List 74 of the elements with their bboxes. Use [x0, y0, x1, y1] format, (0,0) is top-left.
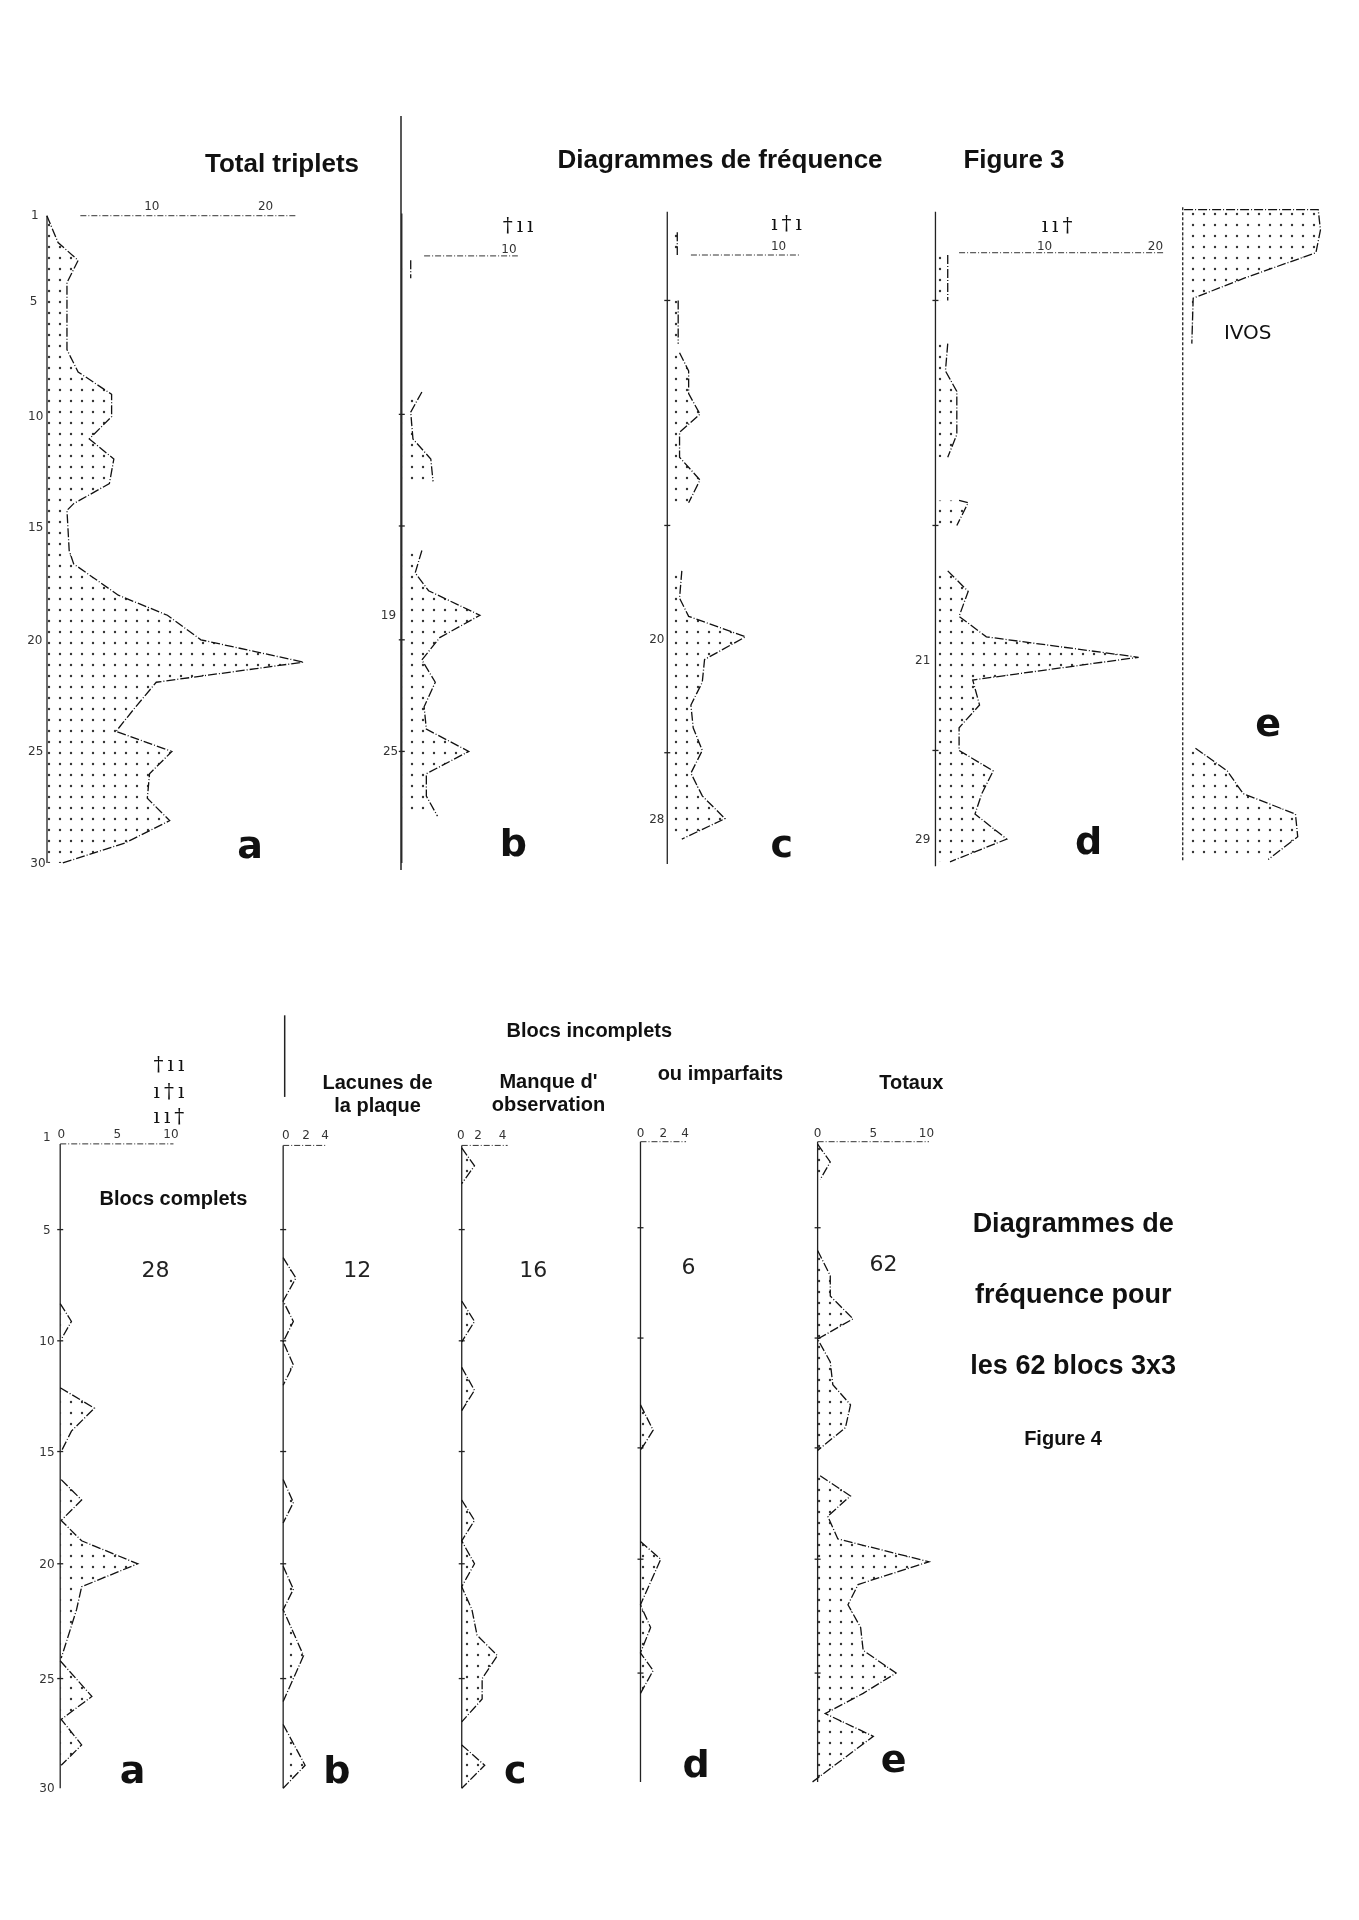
heading: Diagrammes de fréquence	[557, 143, 883, 175]
axis-tick-label: 2	[474, 1128, 482, 1143]
axis-tick-label: 10	[1036, 238, 1053, 253]
axis-tick-label: 4	[321, 1128, 329, 1143]
axis-tick-label: 30	[30, 856, 46, 871]
axis-tick-label: 5	[29, 293, 38, 308]
symbol-label: ıı†	[153, 1104, 189, 1129]
figure-number: Figure 3	[963, 143, 1065, 175]
axis-tick-label: 21	[915, 652, 931, 667]
axis-tick-label: 29	[915, 832, 931, 847]
axis-tick-label: 10	[771, 238, 787, 253]
panel-letter: a	[119, 1748, 146, 1793]
figure-number: Figure 4	[1024, 1426, 1102, 1450]
axis-tick-label: 25	[39, 1671, 55, 1686]
axis-tick-label: 0	[636, 1125, 645, 1140]
symbol-label: ı†ı	[771, 211, 806, 236]
figure-caption: Diagrammes de fréquence pour les 62 blocs 3x3	[969, 1206, 1177, 1381]
panel-letter: d	[682, 1742, 710, 1787]
axis-tick-label: 20	[258, 198, 274, 213]
axis-tick-label: 2	[302, 1128, 310, 1143]
axis-tick-label: 25	[383, 744, 399, 759]
axis-tick-label: 20	[27, 632, 43, 647]
column-heading: Lacunes de la plaque	[321, 1071, 434, 1118]
axis-tick-label: 4	[498, 1128, 507, 1143]
symbol-label: †ıı	[153, 1051, 189, 1076]
axis-tick-label: 10	[501, 242, 517, 257]
axis-tick-label: 15	[28, 520, 44, 535]
axis-tick-label: 10	[144, 198, 160, 213]
axis-tick-label: 5	[43, 1222, 51, 1237]
axis-tick-label: 1	[31, 207, 39, 222]
count-label: 28	[141, 1256, 170, 1282]
axis-tick-label: 10	[28, 408, 44, 423]
axis-tick-label: 20	[39, 1556, 55, 1571]
axis-tick-label: 20	[1147, 238, 1164, 253]
column-heading: ou imparfaits	[657, 1061, 784, 1085]
panel-letter: b	[499, 820, 527, 865]
symbol-label: ıı†	[1041, 213, 1077, 238]
axis-tick-label: 5	[113, 1126, 122, 1141]
column-heading: Totaux	[879, 1070, 944, 1094]
column-heading: Manque d' observation	[490, 1070, 607, 1117]
axis-tick-label: 25	[28, 744, 44, 759]
axis-tick-label: 0	[281, 1128, 290, 1143]
axis-tick-label: 0	[813, 1125, 822, 1140]
panel-letter: e	[1255, 701, 1282, 746]
panel-letter: a	[237, 823, 263, 868]
panel-letter: c	[504, 1748, 527, 1793]
panel-letter: e	[880, 1737, 907, 1782]
count-label: 6	[681, 1253, 696, 1279]
axis-tick-label: 19	[380, 608, 397, 623]
axis-tick-label: 0	[57, 1126, 66, 1141]
axis-tick-label: 30	[39, 1781, 55, 1796]
axis-tick-label: 2	[659, 1125, 668, 1140]
axis-tick-label: 1	[43, 1129, 51, 1144]
axis-tick-label: 20	[649, 632, 665, 647]
axis-tick-label: 5	[869, 1125, 878, 1140]
handwritten-label: IVOS	[1223, 320, 1272, 345]
axis-tick-label: 10	[918, 1125, 935, 1140]
count-label: 16	[519, 1256, 548, 1282]
symbol-label: †ıı	[502, 212, 538, 237]
axis-tick-label: 0	[456, 1128, 465, 1143]
count-label: 12	[343, 1256, 372, 1282]
panel-letter: b	[323, 1748, 351, 1793]
panel-heading: Blocs complets	[99, 1186, 248, 1210]
heading: Total triplets	[204, 147, 360, 179]
panel-letter: d	[1075, 819, 1103, 864]
axis-tick-label: 10	[163, 1126, 179, 1141]
panel-letter: c	[770, 821, 794, 866]
axis-tick-label: 10	[39, 1333, 55, 1348]
heading: Blocs incomplets	[506, 1018, 673, 1042]
symbol-label: ı†ı	[153, 1078, 189, 1103]
axis-tick-label: 15	[39, 1444, 55, 1459]
count-label: 62	[869, 1250, 898, 1276]
axis-tick-label: 28	[649, 811, 665, 826]
axis-tick-label: 4	[681, 1125, 689, 1140]
